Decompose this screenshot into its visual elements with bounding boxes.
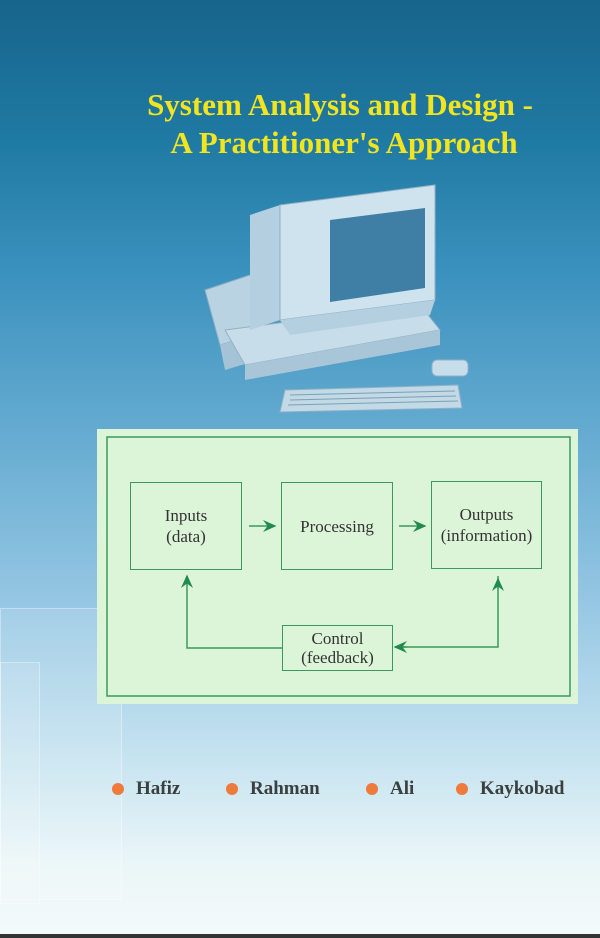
diagram-border	[106, 436, 571, 697]
author-item: Rahman	[226, 778, 320, 800]
author-name: Rahman	[250, 778, 320, 799]
bullet-icon	[366, 783, 378, 795]
inputs-label: Inputs	[164, 506, 208, 525]
bullet-icon	[226, 783, 238, 795]
author-item: Hafiz	[112, 778, 180, 800]
inputs-box: Inputs (data)	[130, 482, 242, 570]
title-line-2: A Practitioner's Approach	[170, 125, 518, 160]
author-name: Kaykobad	[480, 778, 565, 799]
bullet-icon	[456, 783, 468, 795]
author-name: Ali	[390, 778, 415, 799]
outputs-sublabel: (information)	[440, 526, 533, 545]
inputs-sublabel: (data)	[166, 527, 206, 546]
bullet-icon	[112, 783, 124, 795]
author-name: Hafiz	[136, 778, 181, 799]
control-label: Control	[311, 629, 364, 648]
control-box: Control (feedback)	[282, 625, 393, 671]
diagram-panel: Inputs (data) Processing Outputs (inform…	[97, 429, 578, 704]
arrow-control-to-inputs	[181, 574, 282, 649]
tape-patch	[0, 662, 40, 904]
cover-edge	[0, 934, 600, 938]
outputs-box: Outputs (information)	[431, 481, 542, 569]
processing-label: Processing	[300, 516, 374, 536]
diagram-lines	[106, 436, 571, 697]
computer-illustration	[204, 184, 469, 413]
outputs-label: Outputs	[459, 505, 514, 524]
title-line-1: System Analysis and Design -	[147, 87, 533, 122]
author-item: Ali	[366, 778, 414, 800]
author-item: Kaykobad	[456, 778, 564, 800]
processing-box: Processing	[281, 482, 393, 570]
control-sublabel: (feedback)	[301, 648, 374, 667]
line-outputs-to-control	[397, 576, 499, 648]
